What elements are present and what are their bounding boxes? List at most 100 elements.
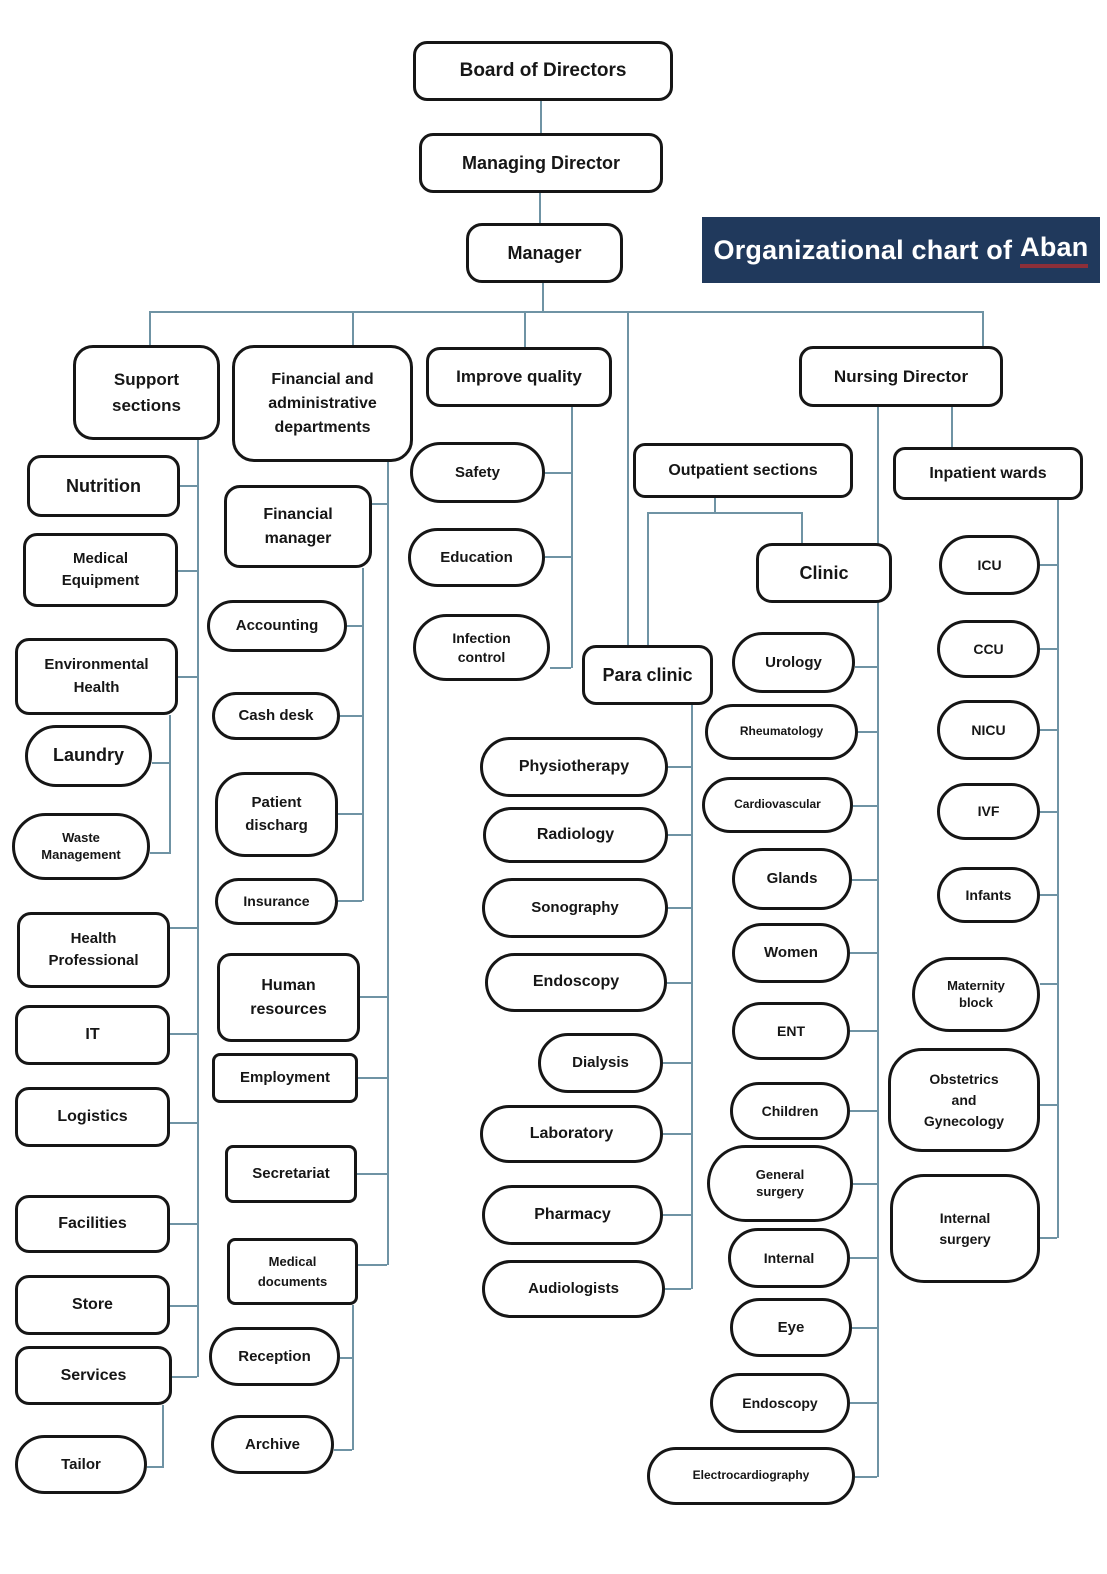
connector-segment (170, 927, 197, 929)
connector-segment (665, 1288, 691, 1290)
node-human-resources: Human resources (217, 953, 360, 1042)
node-secretariat: Secretariat (225, 1145, 357, 1203)
node-clinic: Clinic (756, 543, 892, 603)
node-archive: Archive (211, 1415, 334, 1474)
connector-segment (338, 900, 362, 902)
node-nursing-director: Nursing Director (799, 346, 1003, 407)
connector-segment (627, 311, 629, 647)
node-rheumatology: Rheumatology (705, 704, 858, 760)
node-audiologists: Audiologists (482, 1260, 665, 1318)
connector-segment (667, 982, 691, 984)
connector-segment (542, 283, 544, 313)
connector-segment (877, 407, 879, 1477)
node-glands: Glands (732, 848, 852, 910)
connector-segment (801, 512, 803, 543)
node-health-professional: Health Professional (17, 912, 170, 988)
node-employment: Employment (212, 1053, 358, 1103)
node-women: Women (732, 923, 850, 983)
node-support-sections: Support sections (73, 345, 220, 440)
connector-segment (1040, 811, 1057, 813)
connector-segment (855, 666, 877, 668)
connector-segment (180, 485, 197, 487)
connector-segment (850, 952, 877, 954)
connector-segment (170, 1223, 197, 1225)
node-laundry: Laundry (25, 725, 152, 787)
node-cardiovascular: Cardiovascular (702, 777, 853, 833)
node-electrocardiography: Electrocardiography (647, 1447, 855, 1505)
node-manager: Manager (466, 223, 623, 283)
connector-segment (663, 1062, 691, 1064)
node-financial-manager: Financial manager (224, 485, 372, 568)
connector-segment (545, 472, 571, 474)
node-it: IT (15, 1005, 170, 1065)
connector-segment (147, 1466, 162, 1468)
node-education: Education (408, 528, 545, 587)
node-pharmacy: Pharmacy (482, 1185, 663, 1245)
node-dialysis: Dialysis (538, 1033, 663, 1093)
node-children: Children (730, 1082, 850, 1140)
connector-segment (340, 1357, 352, 1359)
node-managing-director: Managing Director (419, 133, 663, 193)
connector-segment (197, 440, 199, 1377)
connector-segment (1040, 894, 1057, 896)
connector-segment (663, 1214, 691, 1216)
connector-segment (387, 462, 389, 1265)
connector-segment (648, 512, 803, 514)
connector-segment (152, 762, 169, 764)
node-logistics: Logistics (15, 1087, 170, 1147)
connector-segment (663, 1133, 691, 1135)
node-board: Board of Directors (413, 41, 673, 101)
connector-segment (855, 1476, 877, 1478)
node-ent: ENT (732, 1002, 850, 1060)
title-brand-underlined: Aban (1020, 232, 1089, 268)
node-store: Store (15, 1275, 170, 1335)
connector-segment (850, 1402, 877, 1404)
connector-segment (347, 625, 362, 627)
connector-segment (334, 1449, 352, 1451)
node-reception: Reception (209, 1327, 340, 1386)
connector-segment (951, 407, 953, 447)
connector-segment (524, 311, 526, 347)
connector-segment (1040, 564, 1057, 566)
node-tailor: Tailor (15, 1435, 147, 1494)
connector-segment (852, 879, 877, 881)
connector-segment (853, 805, 877, 807)
connector-segment (982, 311, 984, 346)
connector-segment (150, 852, 169, 854)
connector-segment (1040, 1237, 1057, 1239)
node-physiotherapy: Physiotherapy (480, 737, 668, 797)
node-medical-documents: Medical documents (227, 1238, 358, 1305)
connector-segment (668, 907, 691, 909)
connector-segment (169, 715, 171, 854)
node-eye: Eye (730, 1298, 852, 1357)
node-radiology: Radiology (483, 807, 668, 863)
connector-segment (357, 1173, 387, 1175)
connector-segment (850, 1257, 877, 1259)
connector-segment (149, 311, 151, 345)
title-banner: Organizational chart of Aban (702, 217, 1100, 283)
connector-segment (170, 1305, 197, 1307)
connector-segment (170, 1122, 197, 1124)
node-facilities: Facilities (15, 1195, 170, 1253)
connector-segment (340, 715, 362, 717)
connector-segment (850, 1030, 877, 1032)
connector-segment (1057, 500, 1059, 1238)
node-improve-quality: Improve quality (426, 347, 612, 407)
node-patient-discharg: Patient discharg (215, 772, 338, 857)
node-waste-management: Waste Management (12, 813, 150, 880)
connector-segment (852, 1327, 877, 1329)
node-obstetrics-gynecology: Obstetrics and Gynecology (888, 1048, 1040, 1152)
connector-segment (172, 1376, 197, 1378)
node-fin-admin: Financial and administrative departments (232, 345, 413, 462)
node-sonography: Sonography (482, 878, 668, 938)
node-internal-clinic: Internal (728, 1228, 850, 1288)
connector-segment (1040, 983, 1057, 985)
connector-segment (540, 101, 542, 133)
node-ivf: IVF (937, 783, 1040, 840)
connector-segment (352, 1305, 354, 1450)
connector-segment (714, 498, 716, 513)
node-para-clinic: Para clinic (582, 645, 713, 705)
node-general-surgery: General surgery (707, 1145, 853, 1222)
connector-segment (178, 676, 197, 678)
